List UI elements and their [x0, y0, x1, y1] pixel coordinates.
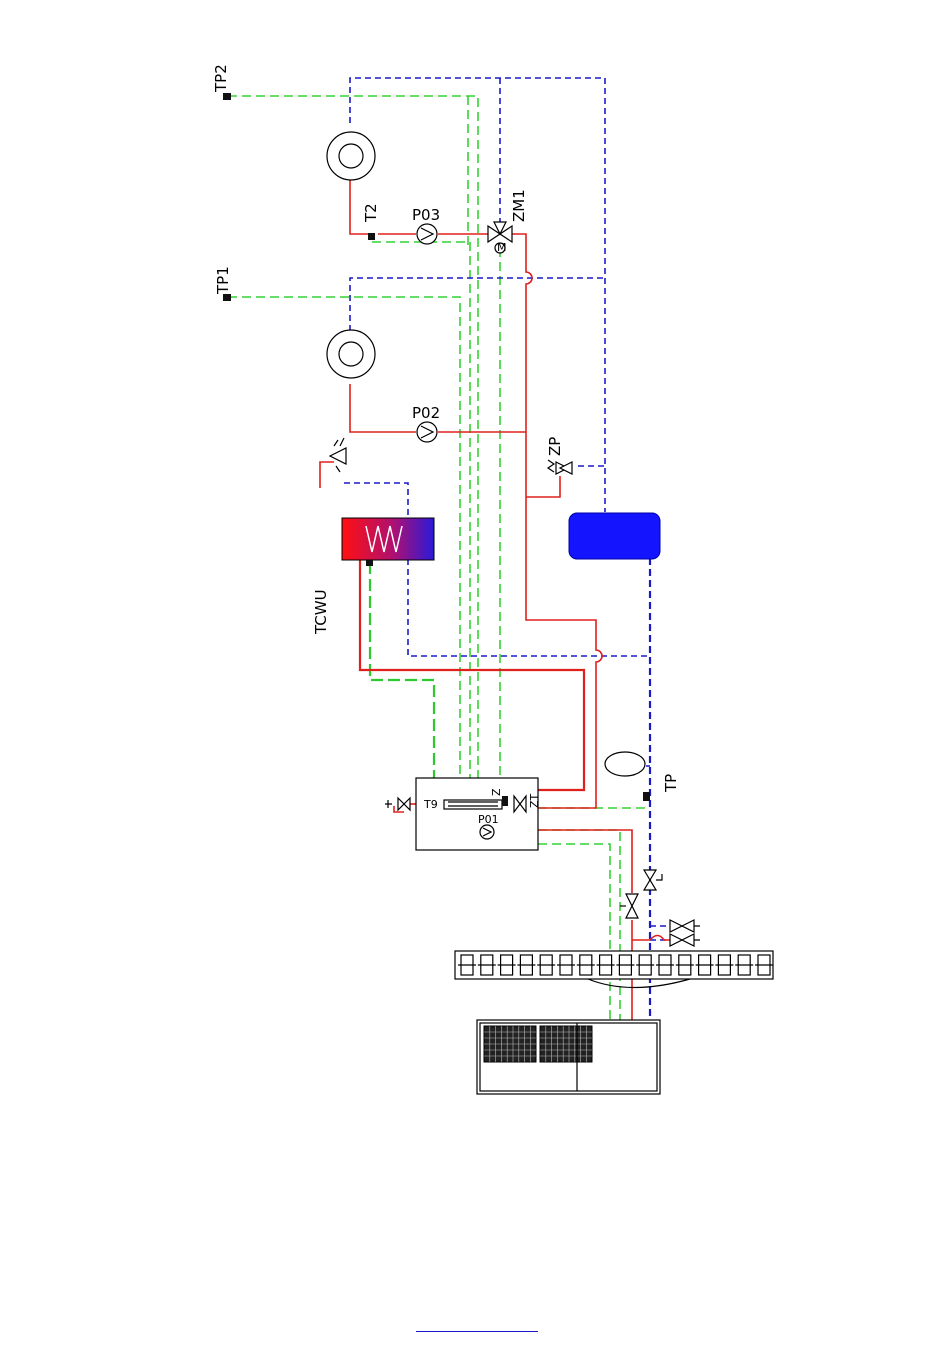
label-tcwu: TCWU	[312, 589, 330, 635]
valve-supply-icon	[620, 894, 638, 918]
outdoor-heat-pump	[477, 1020, 660, 1094]
safety-valve-zp-icon	[548, 460, 572, 474]
sensor-tp	[643, 792, 650, 801]
label-tp2: TP2	[212, 64, 230, 93]
buffer-tank	[569, 513, 660, 559]
valve-return-icon	[644, 870, 662, 890]
radiator-upper	[327, 132, 375, 180]
label-t9: T9	[423, 798, 438, 811]
pump-p03-icon	[417, 224, 437, 244]
radiator-lower	[327, 330, 375, 378]
svg-text:M: M	[497, 241, 507, 254]
label-tp: TP	[662, 774, 680, 793]
label-tp1: TP1	[214, 266, 232, 295]
sensor-t2	[368, 233, 375, 240]
label-zp: ZP	[546, 437, 564, 456]
label-zt: ZT	[528, 793, 541, 808]
label-p02: P02	[412, 404, 440, 422]
sensor-tp1	[223, 294, 231, 301]
dhw-tank	[342, 518, 434, 566]
drain-valve-icon	[385, 798, 410, 810]
label-z: Z	[490, 788, 503, 796]
shower-head-icon	[330, 438, 346, 472]
indoor-module	[416, 778, 538, 850]
label-zm1: ZM1	[510, 189, 528, 222]
mixing-valve-zm1-icon: M	[488, 222, 512, 254]
supply-lines	[320, 176, 676, 1020]
label-p01: P01	[478, 813, 499, 826]
expansion-vessel	[605, 752, 645, 776]
sensor-tp2	[223, 93, 231, 100]
footer-link-underline[interactable]	[416, 1331, 538, 1332]
label-t2: T2	[362, 203, 380, 223]
wall	[455, 951, 773, 988]
fill-valves-icon	[670, 920, 700, 946]
label-p03: P03	[412, 206, 440, 224]
pump-p02-icon	[417, 422, 437, 442]
